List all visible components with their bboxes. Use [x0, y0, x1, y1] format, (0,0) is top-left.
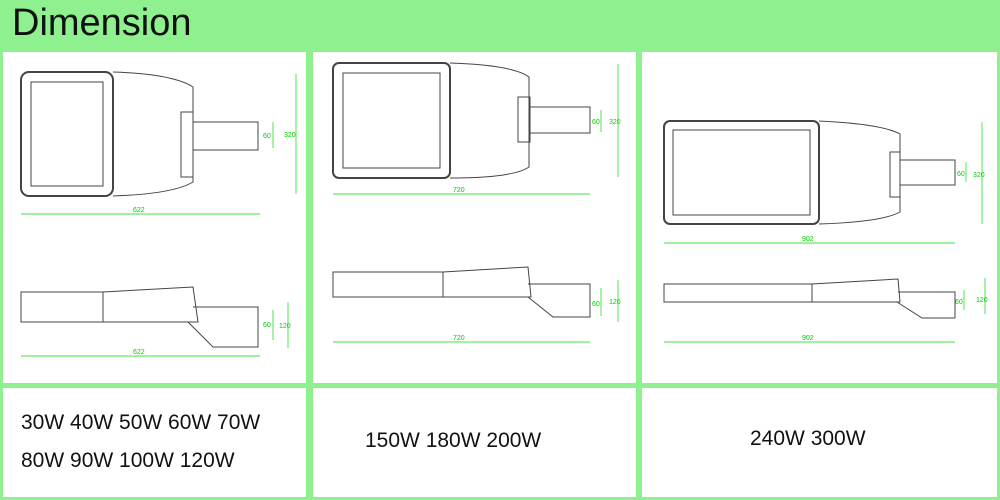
height-dimension: 320	[284, 132, 296, 139]
wattage-list: 240W 300W	[750, 427, 866, 450]
luminaire-drawing: 902 320 60 120 902 60	[663, 120, 988, 343]
side-height-dimension: 120	[609, 299, 621, 306]
models-panel-small: 30W 40W 50W 60W 70W 80W 90W 100W 120W	[3, 388, 306, 497]
side-pole-dimension: 60	[955, 299, 963, 306]
side-height-dimension: 120	[976, 297, 988, 304]
length-dimension: 902	[802, 236, 814, 243]
pole-dimension: 60	[957, 171, 965, 178]
side-length-dimension: 622	[133, 349, 145, 356]
side-pole-dimension: 60	[263, 322, 271, 329]
luminaire-drawing: 720 320 60 120 720 60	[332, 62, 621, 343]
side-length-dimension: 902	[802, 335, 814, 342]
length-dimension: 720	[453, 187, 465, 194]
drawing-panel-medium: 720 320 60 120 720 60	[313, 52, 636, 383]
height-dimension: 320	[609, 119, 621, 126]
wattage-list: 30W 40W 50W 60W 70W	[21, 411, 261, 434]
side-height-dimension: 120	[279, 323, 291, 330]
height-dimension: 320	[973, 172, 985, 179]
drawing-panel-large: 902 320 60 120 902 60	[642, 52, 997, 383]
drawing-panel-small: 622 320 60 120 622 60	[3, 52, 306, 383]
side-pole-dimension: 60	[592, 301, 600, 308]
pole-dimension: 60	[263, 133, 271, 140]
models-panel-medium: 150W 180W 200W	[313, 388, 636, 497]
pole-dimension: 60	[592, 119, 600, 126]
models-panel-large: 240W 300W	[642, 388, 997, 497]
length-dimension: 622	[133, 207, 145, 214]
page-title: Dimension	[12, 2, 192, 44]
luminaire-drawing: 622 320 60 120 622 60	[20, 71, 297, 357]
side-length-dimension: 720	[453, 335, 465, 342]
wattage-list: 150W 180W 200W	[365, 429, 542, 452]
wattage-list: 80W 90W 100W 120W	[21, 449, 235, 472]
